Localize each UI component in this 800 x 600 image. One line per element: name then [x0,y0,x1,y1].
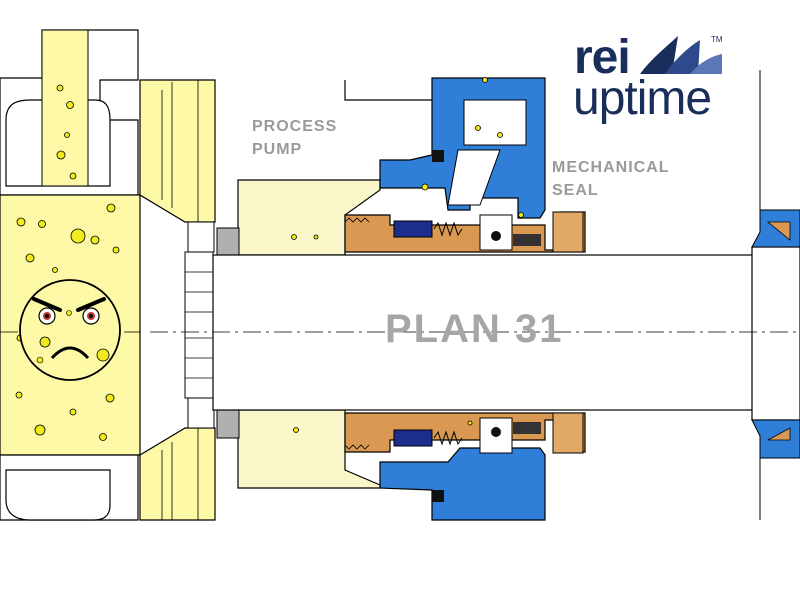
logo-rei-text: rei [574,31,631,84]
wear-ring-top [187,221,215,253]
particle [25,253,35,263]
sleeve-thread-bottom [344,444,370,450]
particle [56,150,66,160]
sleeve-hub-ribs [185,271,213,379]
seal-cartridge [344,211,586,454]
logo-trademark: TM [711,35,723,44]
particle [482,77,488,83]
particle [105,393,115,403]
gland-oring-top [432,150,444,162]
process-pump-label: PROCESS PUMP [252,115,337,161]
casing-outline-top [344,80,446,101]
casing-wedge-bottom [139,427,216,521]
pin-top [491,231,501,241]
particle [70,228,86,244]
particle [313,234,319,240]
seal-ring-top [513,234,541,246]
pin-bottom [491,427,501,437]
particle [64,132,70,138]
fluid-channel-top [41,29,89,187]
mechanical-seal-label-line1: MECHANICAL [552,159,670,176]
particle [90,235,100,245]
casing-gasket-top [216,227,240,257]
particle [52,267,58,273]
particle [99,433,107,441]
seal-gland [379,77,546,521]
particle [467,420,473,426]
shaft [0,246,800,421]
casing-wedge-line-top [161,80,199,222]
collar-bottom [552,412,584,454]
rei-uptime-sails-logo [640,36,722,74]
particle [16,217,26,227]
casing-wedge-line-bottom [161,428,199,520]
angry-face-icon [19,279,121,381]
casing-gasket-bottom [216,409,240,439]
process-pump-label-line1: PROCESS [252,118,338,135]
wear-ring-bottom [187,397,215,429]
sleeve-bottom [344,412,586,453]
particle [106,203,116,213]
sleeve-hub [184,251,214,399]
face-insert-top [393,220,433,238]
plan-title: PLAN 31 [385,307,564,351]
spring-bottom [433,430,463,446]
gland-bottom [379,447,546,521]
particle [34,424,46,436]
particle [56,84,64,92]
shaft-body [212,254,759,411]
process-pump-label-line2: PUMP [252,141,303,158]
particle [421,183,429,191]
mechanical-seal-label: MECHANICAL SEAL [552,156,670,202]
impeller-pocket-bottom [5,469,111,521]
particle [112,246,120,254]
right-housing [751,70,800,520]
collar-top [552,211,584,253]
particle [69,408,77,416]
spring-top [433,221,463,237]
particle [475,125,481,131]
logo-uptime-text: uptime [573,72,712,125]
particle [38,220,46,228]
right-seal-top [766,221,791,241]
seal-ring-bottom [513,422,541,434]
face-insert-bottom [393,429,433,447]
mechanical-seal-label-line2: SEAL [552,182,599,199]
casing-wedge-top [139,79,216,223]
particle [293,427,299,433]
sleeve-top [344,211,586,253]
impeller-fluid-region [0,29,216,521]
shaft-step [751,246,800,421]
right-seal-bottom [767,427,791,441]
gland-port-top [463,99,527,146]
particle [291,234,297,240]
sleeve-thread-top [344,217,370,223]
particle [69,172,77,180]
particle [66,101,74,109]
gland-oring-bottom [432,490,444,502]
particle [497,132,503,138]
particle [518,212,524,218]
particle [15,391,23,399]
gland-passage [447,149,501,206]
